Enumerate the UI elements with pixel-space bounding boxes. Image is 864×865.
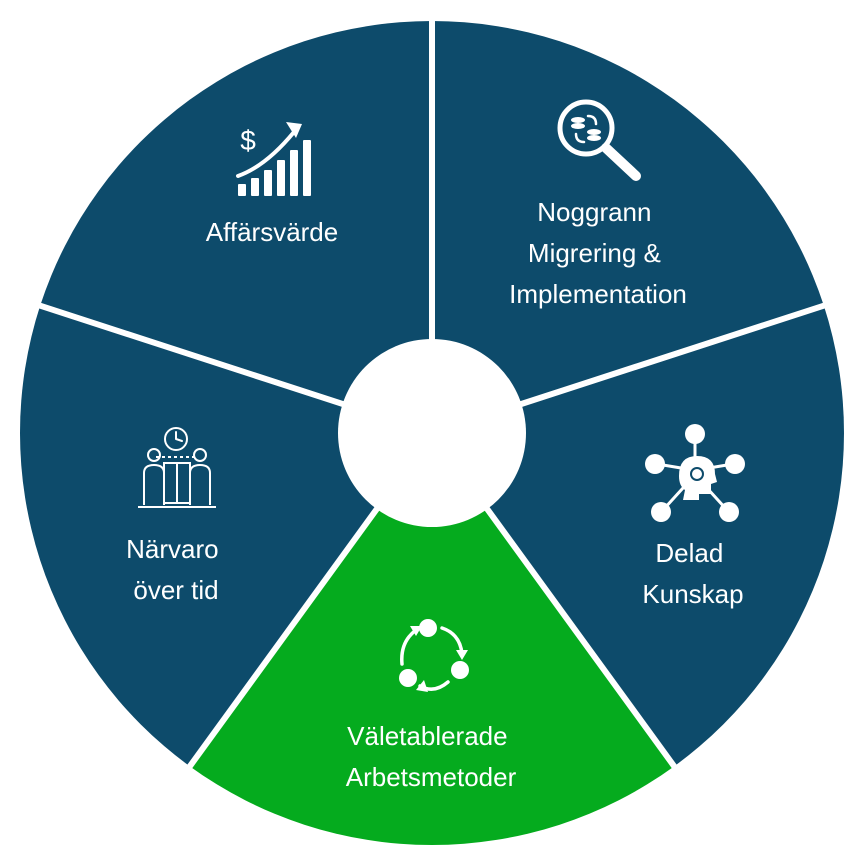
segment-migrering xyxy=(432,21,824,433)
data-search-icon xyxy=(557,99,641,181)
label-line: Närvaro xyxy=(126,534,218,564)
label-narvaro: Närvaro över tid xyxy=(126,534,226,605)
label-kunskap: Delad Kunskap xyxy=(642,538,743,609)
label-line: över tid xyxy=(133,575,218,605)
segment-arbetsmetoder xyxy=(189,433,675,846)
label-line: Kunskap xyxy=(642,579,743,609)
team-clock-icon xyxy=(138,427,216,508)
label-line: Affärsvärde xyxy=(206,217,338,247)
segment-kunskap xyxy=(432,305,844,767)
cycle-process-icon xyxy=(399,619,469,692)
label-line: Implementation xyxy=(509,279,687,309)
center-hub xyxy=(338,339,526,527)
label-line: Väletablerade xyxy=(347,721,507,751)
revenue-growth-icon: $ xyxy=(236,122,311,196)
svg-text:$: $ xyxy=(240,125,256,156)
label-line: Migrering & xyxy=(528,238,661,268)
label-line: Delad xyxy=(655,538,723,568)
label-line: Arbetsmetoder xyxy=(346,762,517,792)
label-migrering: Noggrann Migrering & Implementation xyxy=(509,197,687,309)
label-arbetsmetoder: Väletablerade Arbetsmetoder xyxy=(346,721,517,792)
segment-affarsvarde xyxy=(40,20,433,434)
label-affarsvarde: Affärsvärde xyxy=(206,217,338,247)
label-line: Noggrann xyxy=(537,197,651,227)
segment-narvaro xyxy=(20,305,433,767)
knowledge-network-icon xyxy=(645,424,745,522)
